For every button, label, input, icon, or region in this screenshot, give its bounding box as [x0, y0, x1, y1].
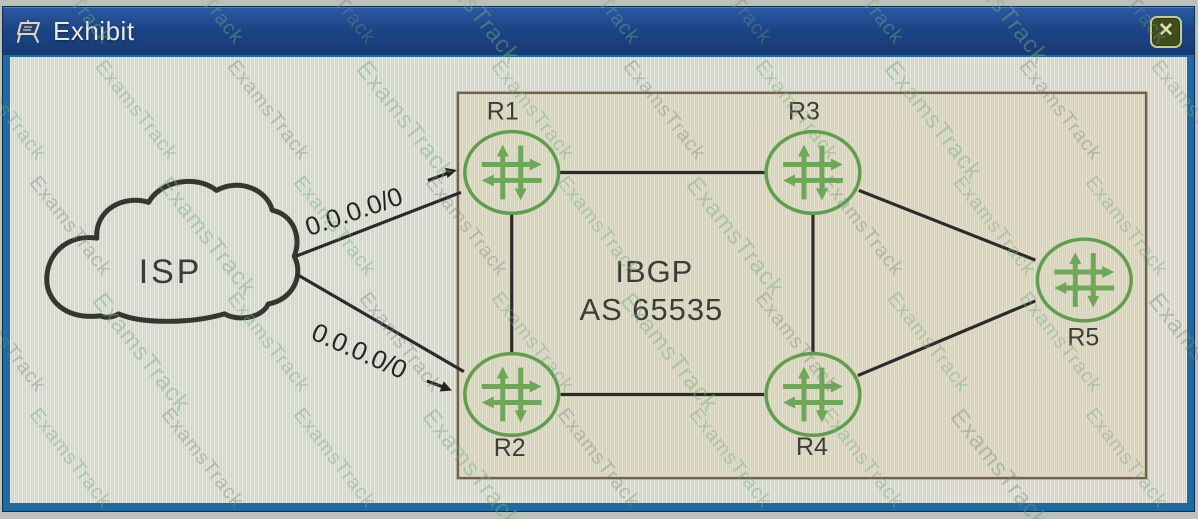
- link-r3-r5: [858, 188, 1036, 262]
- isp-label: ISP: [139, 253, 203, 291]
- close-icon: ✕: [1158, 20, 1174, 41]
- diagram-canvas: ISP IBGP AS 65535 0.0.0.0/0 0.0.0.0/0 R1…: [10, 57, 1187, 503]
- default-route-label-bottom: 0.0.0.0/0: [307, 318, 411, 385]
- link-r4-r5: [857, 299, 1037, 378]
- exhibit-easel-icon: [17, 19, 40, 43]
- router-label-r2: R2: [494, 434, 526, 462]
- window-content: ISP IBGP AS 65535 0.0.0.0/0 0.0.0.0/0 R1…: [3, 55, 1194, 511]
- isp-cloud: [44, 178, 301, 324]
- as-number-label: AS 65535: [579, 292, 723, 327]
- close-button[interactable]: ✕: [1150, 15, 1182, 48]
- window-title: Exhibit: [53, 16, 135, 46]
- default-route-arrow-top: [427, 167, 457, 182]
- router-label-r5: R5: [1067, 324, 1099, 352]
- router-label-r3: R3: [788, 98, 820, 126]
- window-titlebar[interactable]: Exhibit ✕: [3, 7, 1194, 55]
- network-topology-diagram: ISP IBGP AS 65535 0.0.0.0/0 0.0.0.0/0 R1…: [44, 91, 1148, 480]
- link-isp-r1: [295, 190, 462, 258]
- exhibit-window: Exhibit ✕: [2, 6, 1195, 512]
- ibgp-label: IBGP: [615, 254, 693, 289]
- router-label-r4: R4: [796, 433, 828, 461]
- link-isp-r2: [295, 272, 465, 373]
- default-route-arrow-bottom: [426, 379, 452, 392]
- router-label-r1: R1: [487, 98, 519, 126]
